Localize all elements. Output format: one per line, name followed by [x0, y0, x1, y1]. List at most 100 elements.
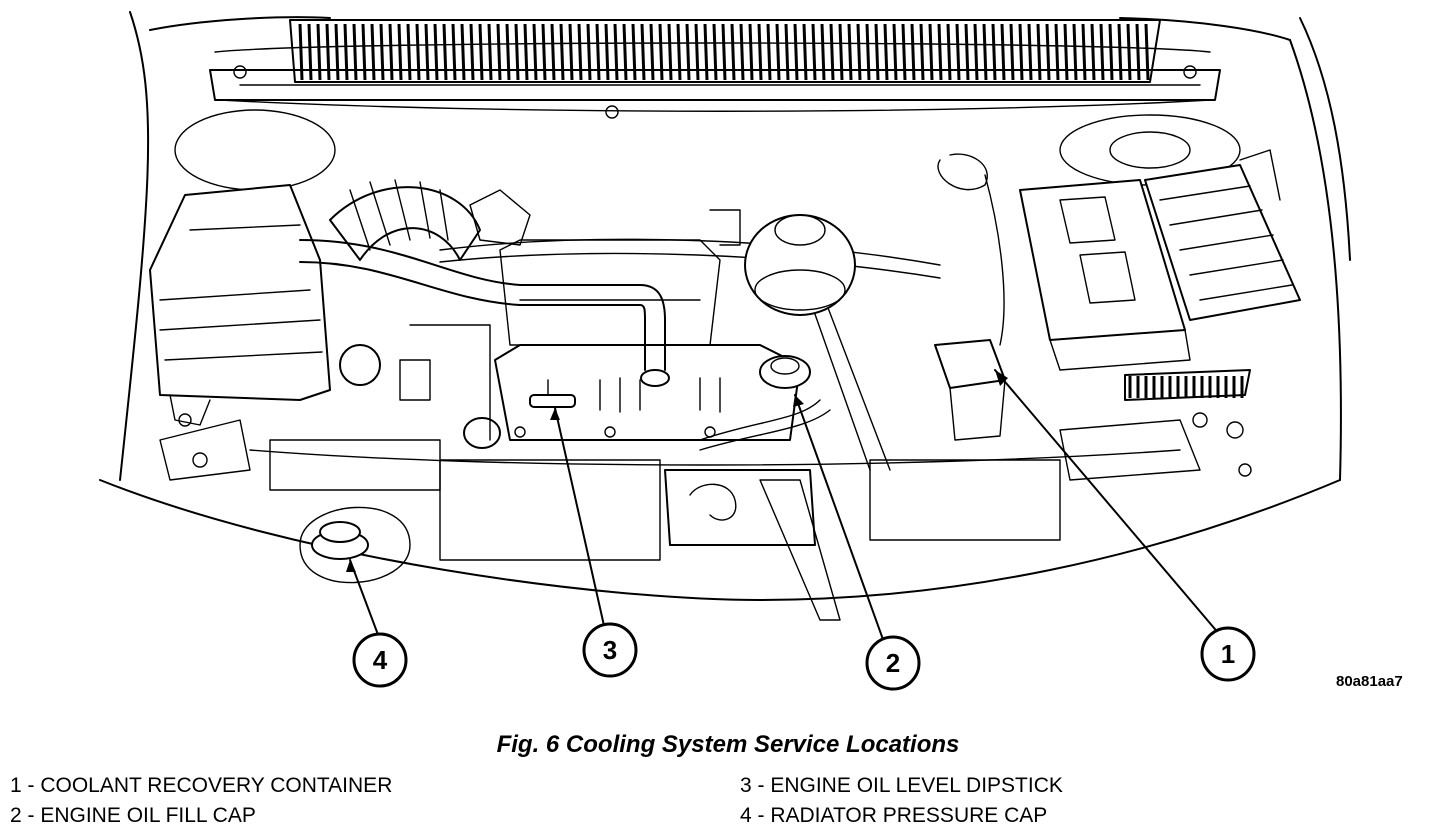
- grille-slat: [370, 23, 376, 81]
- grille-slat: [1018, 23, 1024, 81]
- grille-slat: [397, 23, 403, 81]
- battery: [1019, 179, 1191, 371]
- cowl-grille: [289, 19, 1161, 83]
- grille-slat: [433, 23, 439, 81]
- legend-item-coolant-recovery-container: 1 - COOLANT RECOVERY CONTAINER: [10, 774, 393, 797]
- grille-slat: [865, 23, 871, 81]
- grille-slat: [820, 23, 826, 81]
- grille-slat: [793, 23, 799, 81]
- grille-slat: [586, 23, 592, 81]
- radiator-pressure-cap: [299, 506, 411, 584]
- cowl-panel: [209, 65, 1221, 119]
- grille-slat: [928, 23, 934, 81]
- power-distribution-center: [1144, 164, 1301, 321]
- grille-slat: [541, 23, 547, 81]
- grille-slat: [937, 23, 943, 81]
- grille-slat: [1108, 23, 1114, 81]
- grille-slat: [694, 23, 700, 81]
- grille-slat: [1117, 23, 1123, 81]
- grille-slat: [640, 23, 646, 81]
- grille-slat: [838, 23, 844, 81]
- pcv-tube: [299, 239, 670, 387]
- strut-towers: [174, 109, 1241, 191]
- callout-2-number: 2: [886, 648, 900, 678]
- grille-slat: [721, 23, 727, 81]
- figure-caption: Fig. 6 Cooling System Service Locations: [496, 731, 960, 758]
- grille-slat: [460, 23, 466, 81]
- grille-slat: [766, 23, 772, 81]
- grille-slat: [487, 23, 493, 81]
- grille-slat: [1054, 23, 1060, 81]
- grille-slat: [343, 23, 349, 81]
- leader-line-1: [994, 369, 1221, 636]
- figure-code: 80a81aa7: [1336, 673, 1403, 690]
- grille-slat: [469, 23, 475, 81]
- grille-slat: [802, 23, 808, 81]
- grille-slat: [316, 23, 322, 81]
- grille-slat: [847, 23, 853, 81]
- callout-2: 2: [865, 635, 921, 691]
- grille-slat: [658, 23, 664, 81]
- callout-3: 3: [582, 622, 638, 678]
- air-cleaner-housing: [149, 184, 331, 426]
- grille-slat: [775, 23, 781, 81]
- grille-slat: [388, 23, 394, 81]
- grille-slat: [478, 23, 484, 81]
- grille-slat: [298, 23, 304, 81]
- grille-slat: [613, 23, 619, 81]
- callout-4: 4: [352, 632, 408, 688]
- grille-slat: [1144, 23, 1150, 81]
- grille-slat: [307, 23, 313, 81]
- grille-slat: [550, 23, 556, 81]
- grille-slat: [892, 23, 898, 81]
- power-steering-reservoir: [744, 214, 856, 316]
- grille-slat: [784, 23, 790, 81]
- grille-slat: [406, 23, 412, 81]
- grille-slat: [577, 23, 583, 81]
- hoses: [339, 149, 1281, 449]
- grille-slat: [1063, 23, 1069, 81]
- grille-slat: [568, 23, 574, 81]
- grille-slat: [451, 23, 457, 81]
- grille-slat: [496, 23, 502, 81]
- grille-slat: [352, 23, 358, 81]
- callout-4-number: 4: [373, 645, 388, 675]
- grille-slat: [424, 23, 430, 81]
- callout-1-number: 1: [1221, 639, 1235, 669]
- engine-cover: [494, 239, 801, 441]
- engine-compartment-illustration: 1 2 3 4: [99, 11, 1351, 691]
- leader-line-4: [349, 559, 381, 641]
- grille-slat: [514, 23, 520, 81]
- grille-slat: [532, 23, 538, 81]
- grille-slat: [1045, 23, 1051, 81]
- grille-slat: [523, 23, 529, 81]
- grille-slat: [379, 23, 385, 81]
- grille-slat: [1009, 23, 1015, 81]
- grille-slat: [622, 23, 628, 81]
- grille-slat: [991, 23, 997, 81]
- grille-slat: [739, 23, 745, 81]
- heat-shield: [1124, 369, 1251, 401]
- grille-slat: [1099, 23, 1105, 81]
- grille-slat: [1000, 23, 1006, 81]
- wiring-harness: [439, 238, 941, 471]
- grille-slat: [874, 23, 880, 81]
- grille-slat: [829, 23, 835, 81]
- grille-slat: [334, 23, 340, 81]
- arrowhead-3: [550, 408, 560, 420]
- grille-slat: [361, 23, 367, 81]
- legend-item-engine-oil-fill-cap: 2 - ENGINE OIL FILL CAP: [10, 804, 256, 827]
- coolant-recovery-container: [934, 174, 1006, 441]
- grille-slat: [685, 23, 691, 81]
- callout-1: 1: [1200, 626, 1256, 682]
- leader-line-2: [794, 394, 886, 646]
- grille-slat: [712, 23, 718, 81]
- legend-item-engine-oil-level-dipstick: 3 - ENGINE OIL LEVEL DIPSTICK: [740, 774, 1063, 797]
- arrowhead-2: [793, 395, 804, 407]
- grille-slat: [595, 23, 601, 81]
- grille-slat: [1135, 23, 1141, 81]
- grille-slat: [415, 23, 421, 81]
- grille-slat: [1081, 23, 1087, 81]
- grille-slat: [1090, 23, 1096, 81]
- leader-line-3: [554, 407, 606, 631]
